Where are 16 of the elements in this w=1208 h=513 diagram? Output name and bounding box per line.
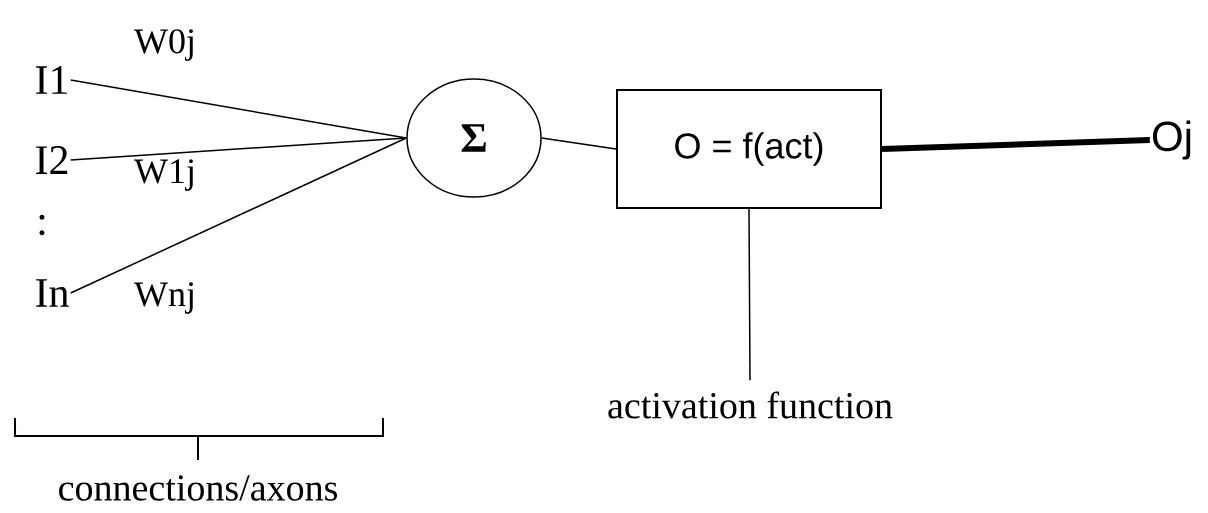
bracket-caption: connections/axons: [59, 475, 337, 501]
weight-label: Wnj: [134, 282, 193, 314]
ellipsis-dots: :: [39, 214, 45, 236]
input-label: I1: [36, 66, 67, 94]
weight-label: W0j: [134, 29, 193, 61]
annotation-text: activation function: [608, 391, 893, 419]
input-label: I2: [36, 146, 68, 174]
input-label: In: [36, 279, 69, 307]
connector-line: [881, 137, 1150, 152]
connector-line: [541, 137, 617, 150]
leader-line: [748, 208, 751, 381]
connection-line: [69, 137, 407, 294]
activation-box: O = f(act): [616, 89, 882, 209]
weight-label: W1j: [134, 159, 193, 191]
connection-line: [69, 137, 407, 161]
output-label: Oj: [1153, 120, 1191, 160]
